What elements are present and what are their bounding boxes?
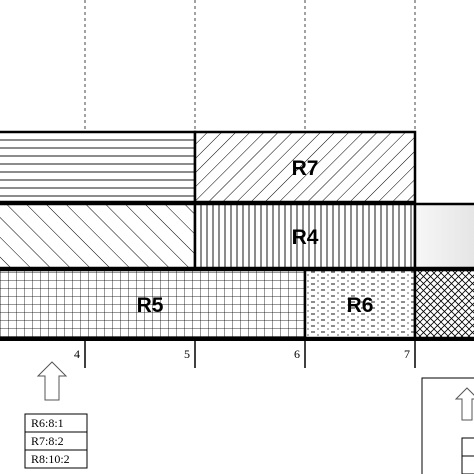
block-label: R4 [292,226,319,249]
block-r5 [0,268,307,340]
legend-entry: R8:10:2 [31,452,70,466]
block-r7 [193,130,417,204]
block-label: R7 [292,157,319,180]
legend-cell [24,449,88,469]
tick-label: 5 [184,347,190,361]
tick-label: 6 [294,347,300,361]
tick-label: 4 [74,347,80,361]
block-unlabeled-2 [0,202,197,270]
legend-entry: R7:8:2 [31,434,64,448]
block-unlabeled-0 [0,130,197,204]
up-arrow-icon [454,387,474,421]
block-r6 [303,268,417,340]
block-label: R6 [347,294,374,317]
legend-entry: R6:8:1 [31,416,64,430]
legend-cell [461,455,474,474]
block-unlabeled-4 [413,202,474,270]
x-axis: 4 5 6 7 [0,339,474,368]
annotations: R6:8:1R7:8:2R8:10:2 [24,361,474,474]
block-r4 [193,202,417,270]
up-arrow-icon [36,361,68,401]
legend-cell [461,437,474,457]
block-unlabeled-7 [413,268,474,340]
block-label: R5 [137,294,164,317]
tick-label: 7 [404,347,410,361]
